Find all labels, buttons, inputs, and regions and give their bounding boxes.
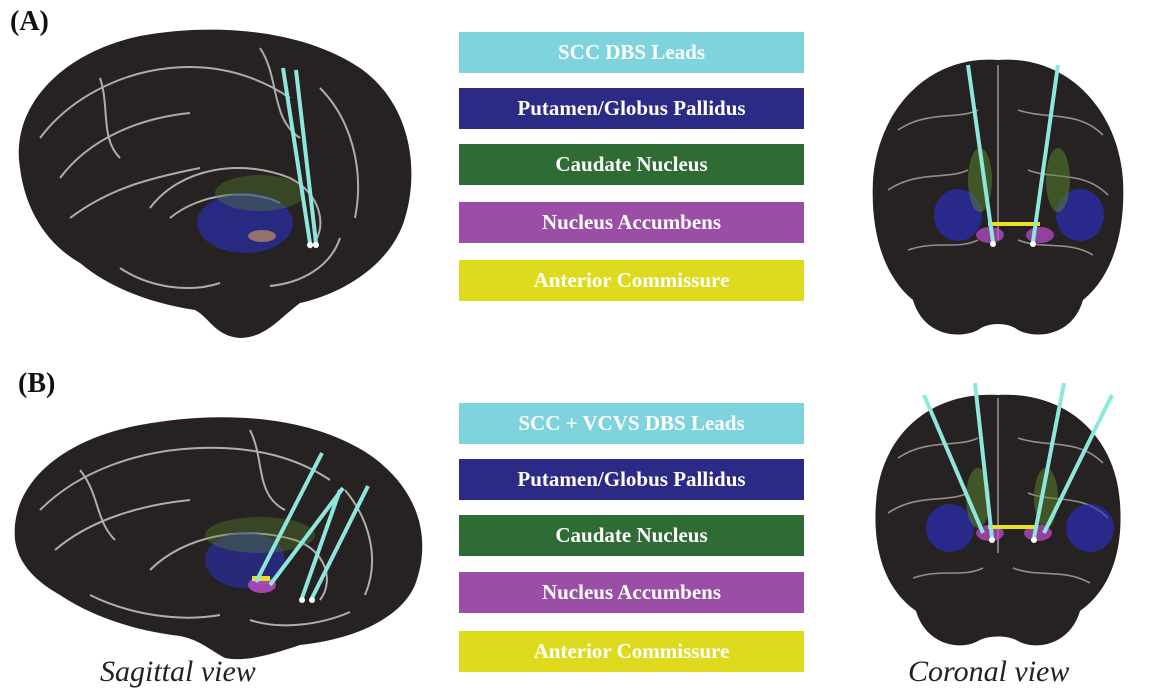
legend-b-commissure: Anterior Commissure xyxy=(459,631,804,672)
legend-b-putamen: Putamen/Globus Pallidus xyxy=(459,459,804,500)
legend-b-caudate: Caudate Nucleus xyxy=(459,515,804,556)
legend-a-leads: SCC DBS Leads xyxy=(459,32,804,73)
legend-b-leads: SCC + VCVS DBS Leads xyxy=(459,403,804,444)
legend-b-accumbens: Nucleus Accumbens xyxy=(459,572,804,613)
sagittal-brain-a xyxy=(18,29,412,338)
legend-a-caudate: Caudate Nucleus xyxy=(459,144,804,185)
sagittal-brain-b xyxy=(14,417,423,660)
caption-coronal-view: Coronal view xyxy=(908,655,1070,688)
legend-a-commissure: Anterior Commissure xyxy=(459,260,804,301)
caption-sagittal-view: Sagittal view xyxy=(100,655,256,688)
panel-label-a: (A) xyxy=(10,6,49,37)
coronal-brain-b xyxy=(875,383,1121,646)
coronal-brain-a xyxy=(872,59,1124,335)
legend-a-putamen: Putamen/Globus Pallidus xyxy=(459,88,804,129)
panel-label-b: (B) xyxy=(18,368,56,399)
legend-a-accumbens: Nucleus Accumbens xyxy=(459,202,804,243)
